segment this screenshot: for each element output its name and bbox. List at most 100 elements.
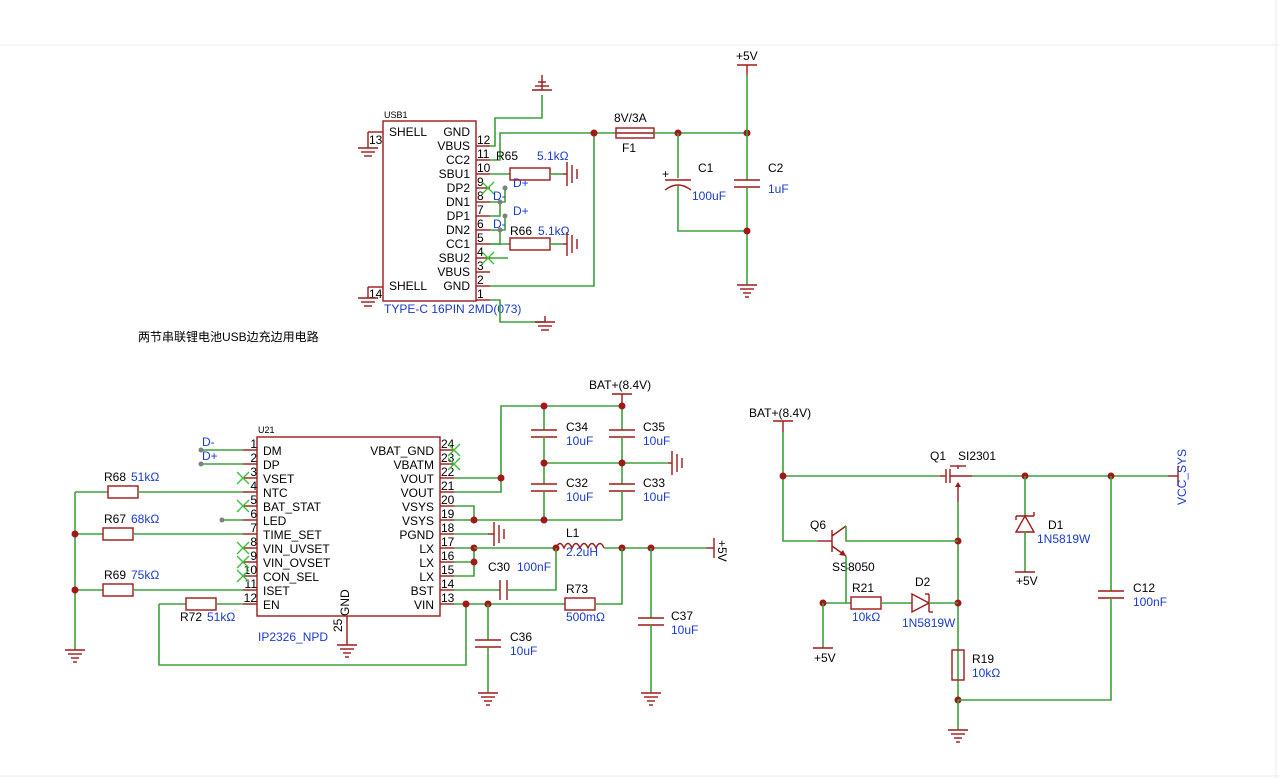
ic-pin-number: 20 xyxy=(441,493,455,507)
c1-ref: C1 xyxy=(698,161,714,175)
power-flag-5v: +5V xyxy=(736,49,758,75)
ic-pin-name: ISET xyxy=(263,584,290,598)
diode-d1[interactable]: D1 1N5819W xyxy=(1014,476,1091,572)
resistor-r68[interactable]: R68 51kΩ xyxy=(104,470,159,499)
q1-value: SI2301 xyxy=(958,449,996,463)
ic-pin-number: 21 xyxy=(441,479,455,493)
usb-pin-name-14: SHELL xyxy=(389,279,427,293)
resistor-r67[interactable]: R67 68kΩ xyxy=(102,512,159,541)
resistor-r69[interactable]: R69 75kΩ xyxy=(102,568,159,597)
ic-value: IP2326_NPD xyxy=(258,630,328,644)
r68-ref: R68 xyxy=(104,470,126,484)
resistor-r72[interactable]: R72 51kΩ xyxy=(180,597,235,624)
q6-value: SS8050 xyxy=(832,560,875,574)
capacitor-c12[interactable]: C12 100nF xyxy=(958,476,1167,701)
r72-value: 51kΩ xyxy=(207,610,235,624)
r66-value: 5.1kΩ xyxy=(538,224,570,238)
ic-pin-name: VBATM xyxy=(394,458,434,472)
diode-d2[interactable]: D2 1N5819W xyxy=(902,575,956,630)
ic-pin-number: 19 xyxy=(441,507,455,521)
usb-pin-name: VBUS xyxy=(437,265,470,279)
r72-ref: R72 xyxy=(180,610,202,624)
r66-ref: R66 xyxy=(510,224,532,238)
ic-pin-number: 8 xyxy=(250,535,257,549)
c30-value: 100nF xyxy=(517,560,551,574)
usb-pin-number: 10 xyxy=(477,161,491,175)
usb-connector-value: TYPE-C 16PIN 2MD(073) xyxy=(384,302,521,316)
ic-pin-name: VBAT_GND xyxy=(370,444,434,458)
ic-pin-name: DP xyxy=(263,458,280,472)
usb-section: USB1 TYPE-C 16PIN 2MD(073) SHELL 13 SHEL… xyxy=(138,49,789,344)
ic-pin-name: EN xyxy=(263,598,280,612)
resistor-r65[interactable]: R65 5.1kΩ xyxy=(496,149,569,181)
ic-pin-number: 1 xyxy=(250,437,257,451)
inductor-l1[interactable]: L1 2.2uH xyxy=(555,526,605,559)
c32-ref: C32 xyxy=(566,476,588,490)
usb-pin-number: 9 xyxy=(477,175,484,189)
usb-pin-name: DN1 xyxy=(446,195,470,209)
power-flag-5v: +5V xyxy=(706,538,729,562)
c35-value: 10uF xyxy=(643,434,670,448)
ground-symbol xyxy=(948,729,968,743)
usb-connector-body[interactable] xyxy=(382,120,477,302)
power-5v-label: +5V xyxy=(736,49,758,63)
r19-value: 10kΩ xyxy=(972,666,1000,680)
usb-pin-name: GND xyxy=(443,125,470,139)
fuse-f1[interactable]: 8V/3A F1 xyxy=(614,111,655,155)
usb-pin-name: CC2 xyxy=(446,153,470,167)
d2-value: 1N5819W xyxy=(902,616,956,630)
charger-ic-body[interactable] xyxy=(256,436,441,617)
usb-pin-number: 3 xyxy=(477,259,484,273)
r21-ref: R21 xyxy=(852,581,874,595)
net-label-dm: D- xyxy=(202,435,215,449)
mosfet-q1[interactable]: Q1 SI2301 xyxy=(930,449,996,502)
usb-pin-number: 6 xyxy=(477,217,484,231)
usb-pin-number: 1 xyxy=(477,287,484,301)
l1-ref: L1 xyxy=(566,526,580,540)
ic-pin-number: 25 xyxy=(331,618,345,632)
ground-symbol xyxy=(358,287,378,307)
ic-pin-number: 14 xyxy=(441,577,455,591)
ic-pin-name: PGND xyxy=(399,528,434,542)
ic-pin-name: GND xyxy=(338,589,352,616)
out-net-label: +5V xyxy=(715,540,729,562)
ic-pin-number: 15 xyxy=(441,563,455,577)
r69-ref: R69 xyxy=(104,568,126,582)
ic-pin-name: BST xyxy=(411,584,435,598)
q6-ref: Q6 xyxy=(810,518,826,532)
q1-ref: Q1 xyxy=(930,449,946,463)
power-flag-vcc: VCC_SYS xyxy=(1168,449,1189,505)
c2-value: 1uF xyxy=(768,182,789,196)
ic-pin-name: CON_SEL xyxy=(263,570,319,584)
circuit-caption: 两节串联锂电池USB边充边用电路 xyxy=(138,329,319,344)
ic-pin-number: 12 xyxy=(244,591,258,605)
ic-pin-name: VSET xyxy=(263,472,295,486)
r69-value: 75kΩ xyxy=(131,568,159,582)
c1-value: 100uF xyxy=(692,189,726,203)
d1-5v-label: +5V xyxy=(1016,574,1038,588)
c33-value: 10uF xyxy=(643,490,670,504)
ic-pin-name: TIME_SET xyxy=(263,528,322,542)
ground-symbol xyxy=(535,316,555,331)
fuse-ref: F1 xyxy=(622,141,636,155)
d1-ref: D1 xyxy=(1048,518,1064,532)
d2-ref: D2 xyxy=(915,575,931,589)
ic-pin-number: 2 xyxy=(250,451,257,465)
usb-pin-name: VBUS xyxy=(437,139,470,153)
resistor-r19[interactable]: R19 10kΩ xyxy=(951,649,1000,681)
resistor-r21[interactable]: R21 10kΩ xyxy=(850,581,882,624)
c12-value: 100nF xyxy=(1133,595,1167,609)
ground-symbol xyxy=(488,522,505,546)
ic-pin-number: 4 xyxy=(250,479,257,493)
transistor-q6[interactable]: Q6 SS8050 xyxy=(810,518,875,574)
c35-ref: C35 xyxy=(643,420,665,434)
usb-pin-number: 2 xyxy=(477,273,484,287)
capacitor-c2[interactable]: C2 1uF xyxy=(734,133,789,285)
ground-symbol xyxy=(532,75,552,91)
ic-ref: U21 xyxy=(258,425,275,435)
fuse-value: 8V/3A xyxy=(614,111,647,125)
resistor-r73[interactable]: R73 500mΩ xyxy=(564,582,605,624)
capacitor-c1[interactable]: + C1 100uF xyxy=(662,133,747,232)
ic-pin-name: VIN_OVSET xyxy=(263,556,331,570)
resistor-r66[interactable]: R66 5.1kΩ xyxy=(508,224,570,251)
